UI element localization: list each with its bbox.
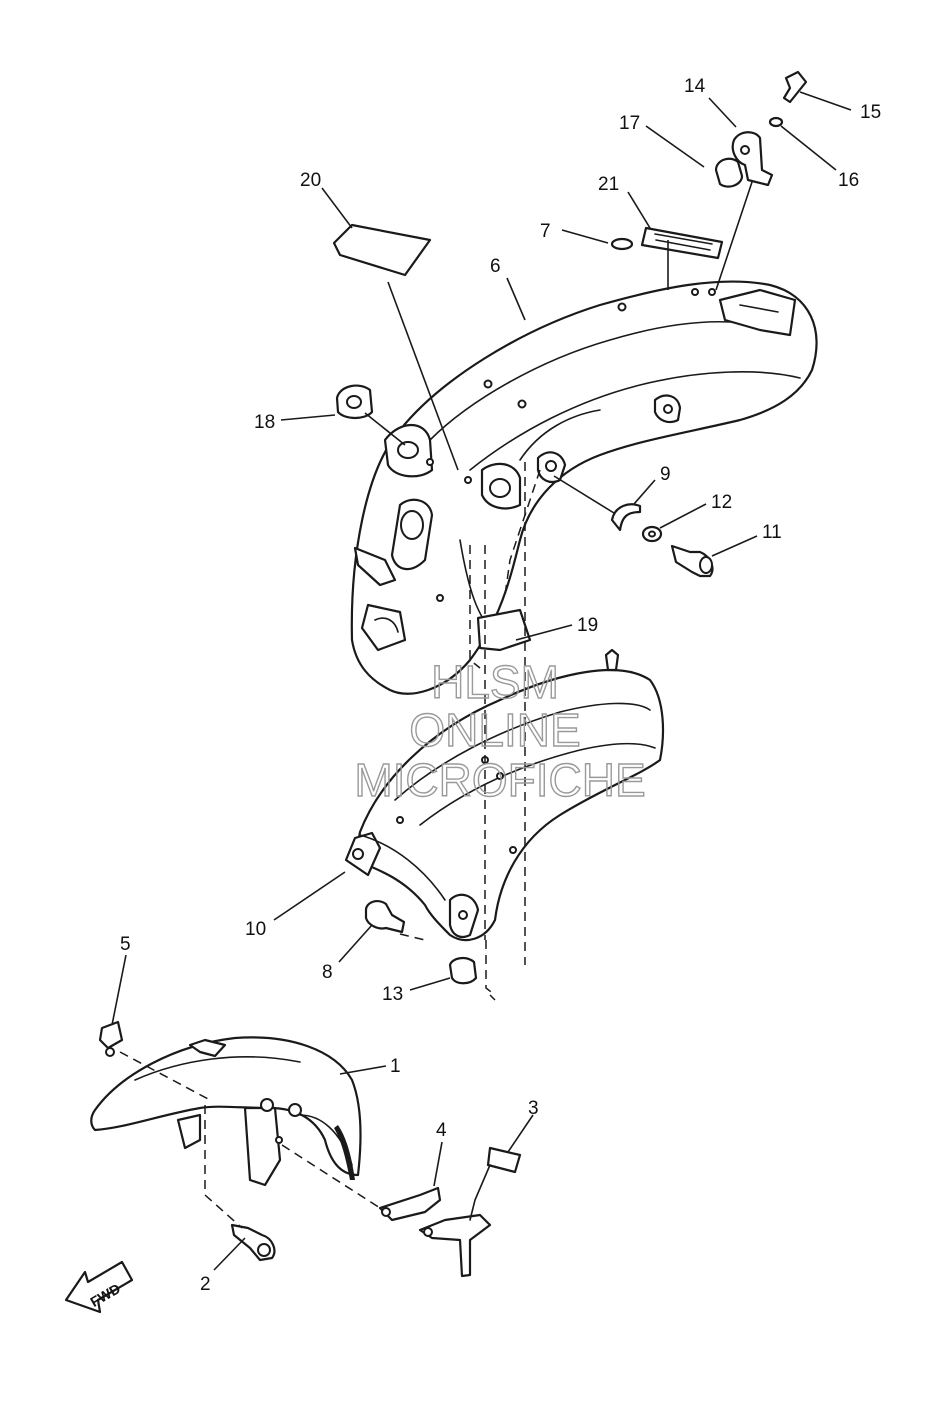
watermark: HLSM ONLINE MICROFICHE: [354, 655, 647, 806]
nut-13: [448, 956, 478, 985]
fwd-arrow: FWD: [64, 1260, 134, 1314]
washer-7: [610, 237, 634, 251]
callout-4: 4: [436, 1120, 447, 1141]
callout-19: 19: [577, 615, 598, 636]
callout-14: 14: [684, 76, 706, 97]
callout-15: 15: [860, 102, 881, 123]
callout-5: 5: [120, 934, 131, 955]
callout-7: 7: [540, 221, 551, 242]
front-fender: [90, 1036, 362, 1187]
callout-6: 6: [490, 256, 501, 277]
bracket-3-arm: [418, 1213, 492, 1278]
callout-8: 8: [322, 962, 333, 983]
bolt-8: [364, 900, 406, 934]
callout-10: 10: [245, 919, 266, 940]
stay-4: [378, 1186, 442, 1222]
callout-13: 13: [382, 984, 403, 1005]
callout-18: 18: [254, 412, 275, 433]
screw-15: [782, 70, 808, 104]
callouts: 1 2 3 4 5 6 7 8 9 10 11 12 13 14 15 16 1…: [120, 76, 881, 1295]
inner-fender: [344, 648, 665, 942]
callout-9: 9: [660, 464, 671, 485]
nut-17: [714, 157, 744, 188]
plate-19: [476, 608, 532, 652]
callout-16: 16: [838, 170, 859, 191]
clip-5: [98, 1020, 124, 1050]
bracket-14: [731, 131, 774, 187]
callout-20: 20: [300, 170, 321, 191]
clip-9: [610, 503, 642, 532]
bracket-3-top: [486, 1146, 522, 1174]
leader-lines: [111, 91, 852, 1271]
decal-20: [332, 223, 432, 277]
callout-11: 11: [762, 522, 782, 543]
watermark-line3: MICROFICHE: [354, 754, 645, 806]
watermark-line2: ONLINE: [409, 704, 580, 756]
callout-1: 1: [390, 1056, 401, 1077]
callout-17: 17: [619, 113, 640, 134]
callout-21: 21: [598, 174, 619, 195]
small-parts: [98, 70, 808, 1278]
callout-12: 12: [711, 492, 732, 513]
callout-3: 3: [528, 1098, 539, 1119]
callout-2: 2: [200, 1274, 211, 1295]
watermark-line1: HLSM: [431, 656, 559, 708]
washer-16: [768, 116, 784, 128]
